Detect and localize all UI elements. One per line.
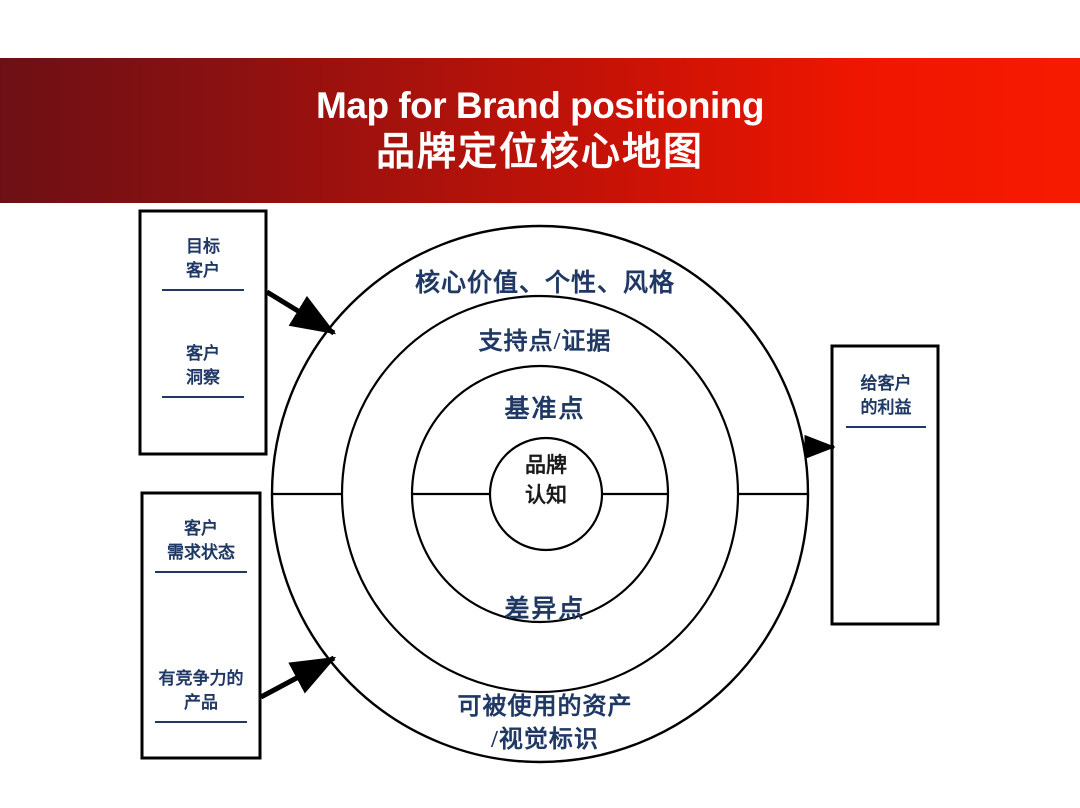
ring-label-usable-assets: 可被使用的资产 /视觉标识 [457,694,633,753]
underline-rule [155,571,247,573]
box-label-target-customer: 目标 客户 [141,211,265,315]
underline-rule [155,721,247,723]
ring-label-difference-point: 差异点 [504,596,586,623]
box-label-competitive-product: 有竞争力的 产品 [140,643,262,747]
box-label-customer-benefit-text: 给客户 的利益 [860,374,912,417]
box-label-customer-demand-state-text: 客户 需求状态 [167,519,235,562]
input-box-top-left [138,209,268,456]
diagram-vector-layer [138,209,940,764]
header-title-english: Map for Brand positioning [316,85,764,126]
header-banner: Map for Brand positioning 品牌定位核心地图 [0,58,1080,203]
box-label-customer-insight: 客户 洞察 [141,318,265,422]
underline-rule [162,396,244,398]
arrow-top-left-to-ring [265,289,337,336]
input-box-bottom-left [140,491,262,760]
header-title-chinese: 品牌定位核心地图 [375,131,704,174]
brand-positioning-diagram: 目标 客户 客户 洞察 客户 需求状态 有竞争力的 产品 给客户 的利益 核心价… [0,203,1080,808]
box-label-competitive-product-text: 有竞争力的 产品 [158,669,244,712]
box-label-target-customer-text: 目标 客户 [186,237,220,280]
output-box-right [830,344,940,626]
ring-label-brand-awareness: 品牌 认知 [525,453,567,507]
arrow-bottom-left-to-ring [259,655,337,700]
box-label-customer-demand-state: 客户 需求状态 [143,493,259,597]
box-label-customer-benefit: 给客户 的利益 [833,348,939,452]
box-label-customer-insight-text: 客户 洞察 [186,344,220,387]
underline-rule [846,426,926,428]
underline-rule [162,289,244,291]
ring-label-support-evidence: 支持点/证据 [478,329,612,355]
ring-label-core-values: 核心价值、个性、风格 [414,270,675,297]
ring-label-baseline-point: 基准点 [504,396,586,423]
